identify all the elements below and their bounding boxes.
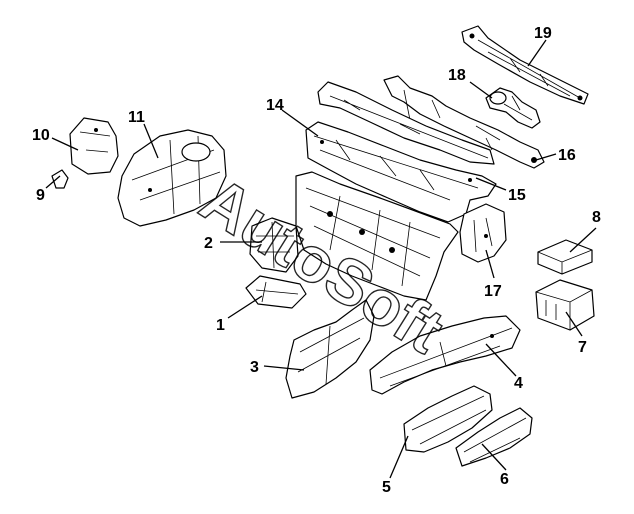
part-1-mounting-plate <box>245 275 307 309</box>
callout-17: 17 <box>484 283 502 300</box>
callout-8: 8 <box>592 209 601 226</box>
callout-7: 7 <box>578 339 587 356</box>
callout-6: 6 <box>500 471 509 488</box>
part-5-lower-member <box>403 385 493 453</box>
callout-2: 2 <box>204 235 213 252</box>
callout-11: 11 <box>128 109 145 126</box>
dash-panel-bulkhead <box>295 171 459 301</box>
part-4-side-member <box>369 315 521 395</box>
callout-10: 10 <box>32 127 50 144</box>
part-19-wiper-frame <box>461 25 589 105</box>
callout-5: 5 <box>382 479 391 496</box>
leader-lines <box>45 39 597 479</box>
callout-14: 14 <box>266 97 284 114</box>
callout-4: 4 <box>514 375 523 392</box>
callout-9: 9 <box>36 187 45 204</box>
part-15-cowl-lower <box>305 121 497 223</box>
callout-3: 3 <box>250 359 259 376</box>
part-16-bracket <box>383 75 545 169</box>
callout-16: 16 <box>558 147 576 164</box>
part-6-reinforcement <box>455 407 533 467</box>
part-7-module-box <box>535 279 595 331</box>
part-18-wiper-motor <box>485 87 541 129</box>
callout-labels: 1 2 3 4 5 6 7 8 9 10 11 14 15 16 17 18 1… <box>32 25 601 496</box>
part-10-reservoir <box>69 117 119 175</box>
callout-19: 19 <box>534 25 552 42</box>
callout-1: 1 <box>216 317 225 334</box>
part-8-module-cover <box>537 239 593 275</box>
part-2-bracket <box>249 217 299 273</box>
part-3-inner-fender <box>285 299 375 399</box>
callout-15: 15 <box>508 187 526 204</box>
part-14-cowl-panel <box>317 81 495 165</box>
part-11-wheelhouse <box>117 129 227 227</box>
part-9-clip <box>51 169 69 189</box>
part-17-side-bracket <box>459 203 507 263</box>
callout-18: 18 <box>448 67 466 84</box>
